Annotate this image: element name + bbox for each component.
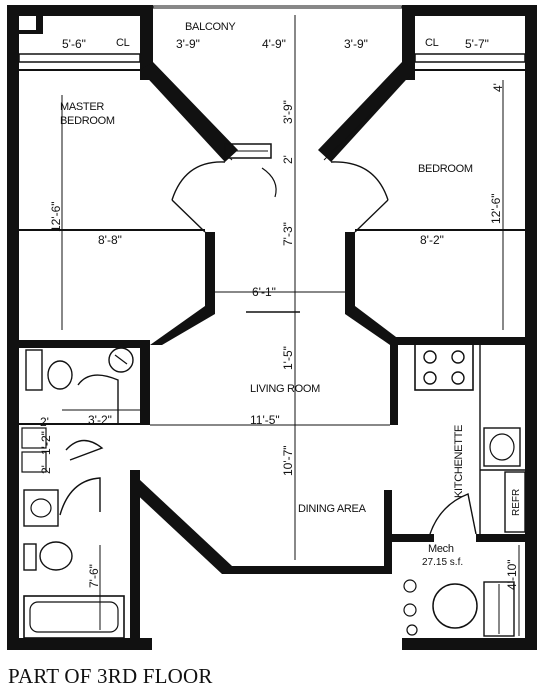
dim-mech-height: 4'-10" bbox=[505, 559, 519, 590]
dim-hall-4: 4' bbox=[491, 83, 505, 92]
mech-area-label: 27.15 s.f. bbox=[422, 557, 463, 568]
closets bbox=[18, 16, 526, 71]
dim-closet-c: 2' bbox=[39, 465, 53, 474]
dim-balcony-right: 3'-9" bbox=[344, 37, 368, 51]
closet-right-label: CL bbox=[425, 37, 439, 49]
dim-hall-3-9: 3'-9" bbox=[281, 100, 295, 124]
dim-bedroom-width: 8'-2" bbox=[420, 233, 444, 247]
fixtures bbox=[21, 311, 526, 639]
dim-bath-width: 3'-2" bbox=[88, 413, 112, 427]
bedroom-label: BEDROOM bbox=[418, 163, 473, 175]
living-room-label: LIVING ROOM bbox=[250, 383, 320, 395]
kitchenette-label: KITCHENETTE bbox=[453, 425, 465, 498]
dim-living-5: 1'-5" bbox=[281, 346, 295, 370]
mech-label: Mech bbox=[428, 543, 454, 555]
room-labels: BALCONY MASTER BEDROOM BEDROOM LIVING RO… bbox=[60, 21, 522, 568]
dim-hall-2: 2' bbox=[281, 155, 295, 164]
dim-bedroom-height: 12'-6" bbox=[489, 193, 503, 224]
dim-hall-width: 6'-1" bbox=[252, 285, 276, 299]
dimension-labels: 5'-6" 3'-9" 4'-9" 3'-9" 5'-7" 4' 3'-9" 2… bbox=[39, 37, 519, 590]
dim-master-height: 12'-6" bbox=[49, 201, 63, 232]
dim-living-width: 11'-5" bbox=[250, 413, 280, 427]
dim-closet-a: 2' bbox=[40, 415, 49, 429]
dim-closet-b: 1'-2" bbox=[39, 431, 53, 455]
dim-bath-height: 7'-6" bbox=[87, 564, 101, 588]
dim-balcony-left: 3'-9" bbox=[176, 37, 200, 51]
dim-balcony-mid: 4'-9" bbox=[262, 37, 286, 51]
dim-hall-7-3: 7'-3" bbox=[281, 222, 295, 246]
master-bedroom-label-line2: BEDROOM bbox=[60, 115, 115, 127]
master-bedroom-label-line1: MASTER bbox=[60, 101, 104, 113]
balcony-label: BALCONY bbox=[185, 21, 236, 33]
plan-caption: PART OF 3RD FLOOR bbox=[8, 664, 213, 688]
refr-label: REFR bbox=[511, 489, 522, 516]
dimension-lines bbox=[40, 15, 520, 636]
dim-closet-right: 5'-7" bbox=[465, 37, 489, 51]
door-swings bbox=[59, 161, 477, 535]
exterior-walls bbox=[7, 5, 537, 650]
dim-overall-height: 10'-7" bbox=[281, 445, 295, 476]
dining-area-label: DINING AREA bbox=[298, 503, 367, 515]
dim-closet-left: 5'-6" bbox=[62, 37, 86, 51]
closet-left-label: CL bbox=[116, 37, 130, 49]
angled-walls bbox=[140, 62, 415, 162]
dim-master-width: 8'-8" bbox=[98, 233, 122, 247]
